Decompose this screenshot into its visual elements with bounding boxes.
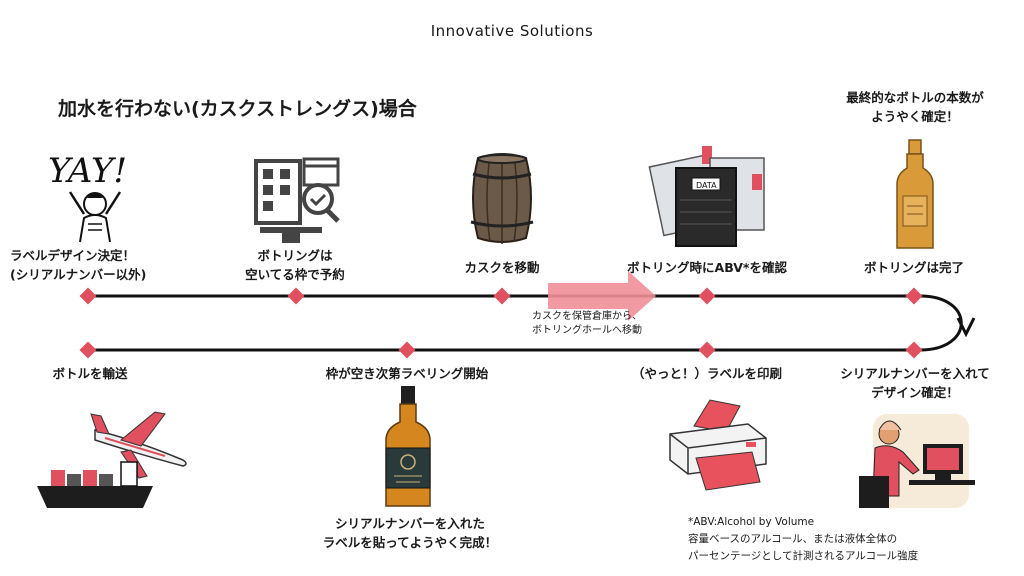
- arrow-note-line: ボトリングホールへ移動: [532, 325, 642, 336]
- direction-arrow: [548, 271, 656, 321]
- step-label-line: シリアルナンバーを入れて: [840, 366, 990, 381]
- plane-ship-icon: [37, 411, 187, 508]
- step-label-line: ボトリングは: [257, 248, 333, 263]
- designer-at-desk-icon: [859, 414, 975, 508]
- bottom-diamond-4: [905, 341, 923, 359]
- step-label-line: 空いてる枠で予約: [245, 267, 345, 282]
- caption-line: シリアルナンバーを入れた: [335, 516, 485, 531]
- svg-text:YAY!: YAY!: [48, 151, 127, 191]
- step-label-abv-check: ボトリング時にABV*を確認: [605, 258, 809, 277]
- brand-title: Innovative Solutions: [430, 22, 594, 40]
- whisky-bottle-icon: [896, 139, 934, 249]
- timeline-arrowhead: [956, 317, 976, 338]
- step-label-line: カスクを移動: [464, 260, 540, 275]
- step-label-line: ボトリングは完了: [863, 260, 964, 275]
- abv-footnote: *ABV:Alcohol by Volume 容量ベースのアルコール、または液体…: [688, 514, 918, 565]
- step-label-design: ラベルデザイン決定！ (シリアルナンバー以外): [10, 246, 185, 284]
- barrel-icon: [470, 153, 534, 244]
- top-diamond-3: [493, 287, 511, 305]
- bottom-diamond-2: [398, 341, 416, 359]
- top-diamond-4: [698, 287, 716, 305]
- step-label-line: (シリアルナンバー以外): [10, 267, 147, 282]
- step-label-line: デザイン確定！: [871, 385, 959, 400]
- top-diamond-5: [905, 287, 923, 305]
- final-count-note: 最終的なボトルの本数が ようやく確定！: [815, 88, 1015, 126]
- notebooks-icon: DATA: [648, 146, 765, 247]
- step-label-serial: シリアルナンバーを入れて デザイン確定！: [820, 364, 1010, 402]
- arrow-note-line: カスクを保管倉庫から、: [532, 311, 642, 322]
- step-label-print: （やっと！）ラベルを印刷: [615, 364, 799, 383]
- svg-text:DATA: DATA: [696, 181, 717, 190]
- printer-icon: [669, 399, 767, 491]
- step-label-line: ボトルを輸送: [52, 366, 128, 381]
- diagram-heading: 加水を行わない(カスクストレングス)場合: [58, 98, 417, 120]
- completion-caption: シリアルナンバーを入れた ラベルを貼ってようやく完成！: [290, 514, 530, 552]
- footnote-line: パーセンテージとして計測されるアルコール強度: [688, 550, 919, 562]
- step-label-line: （やっと！）ラベルを印刷: [631, 366, 782, 381]
- top-diamond-2: [287, 287, 305, 305]
- bottom-diamond-1: [79, 341, 97, 359]
- top-diamond-1: [79, 287, 97, 305]
- step-label-bottling-done: ボトリングは完了: [845, 258, 983, 277]
- yay-person-icon: YAY!: [48, 151, 127, 243]
- step-label-labeling: 枠が空き次第ラベリング開始: [300, 364, 514, 383]
- note-line: 最終的なボトルの本数が: [846, 90, 984, 105]
- building-calendar-icon: [254, 157, 340, 243]
- timeline-return-curve: [919, 294, 963, 352]
- labeled-bottle-icon: [385, 386, 431, 507]
- bottom-diamond-3: [698, 341, 716, 359]
- footnote-line: *ABV:Alcohol by Volume: [688, 516, 815, 528]
- arrow-note: カスクを保管倉庫から、 ボトリングホールへ移動: [532, 310, 642, 338]
- step-label-transport: ボトルを輸送: [30, 364, 150, 383]
- step-label-booking: ボトリングは 空いてる枠で予約: [220, 246, 370, 284]
- step-label-line: 枠が空き次第ラベリング開始: [325, 366, 489, 381]
- step-label-line: ボトリング時にABV*を確認: [627, 260, 787, 275]
- step-label-line: ラベルデザイン決定！: [10, 248, 136, 263]
- caption-line: ラベルを貼ってようやく完成！: [322, 535, 498, 550]
- note-line: ようやく確定！: [871, 109, 959, 124]
- footnote-line: 容量ベースのアルコール、または液体全体の: [688, 533, 898, 545]
- step-label-cask-move: カスクを移動: [430, 258, 574, 277]
